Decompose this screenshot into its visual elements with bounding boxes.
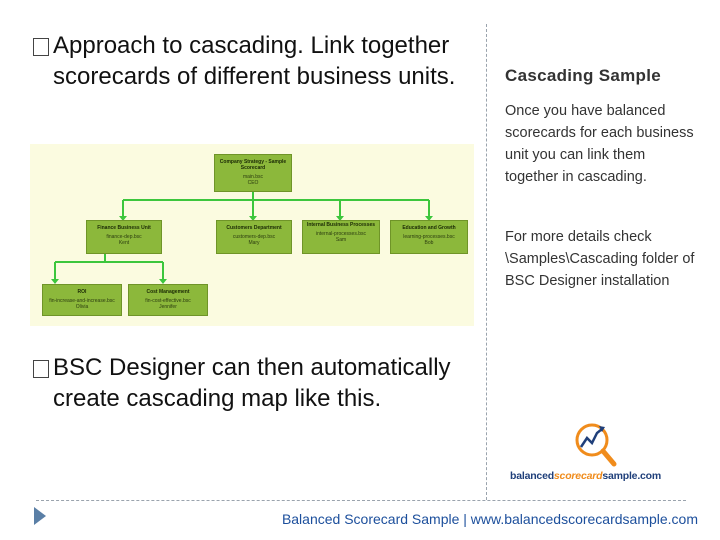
node-owner: Bob: [424, 240, 434, 246]
node-owner: Sam: [335, 237, 347, 243]
node-file: learning-processes.bsc: [403, 234, 455, 240]
node-title: Finance Business Unit: [97, 225, 151, 231]
balanced-scorecard-logo: balancedscorecardsample.com: [510, 418, 690, 482]
side-paragraph-2: For more details check \Samples\Cascadin…: [505, 229, 695, 289]
node-file: customers-dep.bsc: [232, 234, 276, 240]
node-title: Cost Management: [146, 289, 190, 295]
bullet-text: BSC Designer can then automatically crea…: [53, 354, 451, 412]
footer-text: Balanced Scorecard Sample | www.balanced…: [281, 511, 698, 527]
logo-part-balanced: balanced: [510, 470, 554, 482]
node-owner: Mary: [248, 240, 260, 246]
logo-part-scorecard: scorecard: [553, 470, 603, 482]
node-owner: Olivia: [75, 304, 89, 310]
node-title: Company Strategy - Sample Scorecard: [219, 159, 287, 171]
node-file: main.bsc: [242, 174, 263, 180]
logo-text: balancedscorecardsample.com: [510, 470, 661, 482]
node-owner: Kent: [118, 240, 130, 246]
node-owner: Jennifer: [159, 304, 177, 310]
node-file: internal-processes.bsc: [315, 231, 367, 237]
map-node-finance: Finance Business Unit finance-dep.bsc Ke…: [86, 220, 162, 254]
map-node-root: Company Strategy - Sample Scorecard main…: [214, 154, 292, 192]
map-connectors: [51, 191, 433, 284]
map-node-roi: ROI fin-increase-and-increase.bsc Olivia: [42, 284, 122, 316]
horizontal-divider: [36, 500, 686, 501]
node-file: finance-dep.bsc: [106, 234, 142, 240]
node-title: ROI: [77, 289, 87, 295]
map-node-education: Education and Growth learning-processes.…: [390, 220, 468, 254]
node-title: Education and Growth: [402, 225, 456, 231]
node-title: Customers Department: [226, 225, 282, 231]
magnifier-chart-icon: [575, 423, 617, 467]
logo-part-sample: sample.com: [602, 470, 662, 482]
checkbox-bullet-icon: [33, 360, 49, 378]
node-title: Internal Business Processes: [306, 222, 376, 228]
vertical-divider: [486, 24, 487, 500]
node-file: fin-increase-and-increase.bsc: [49, 298, 115, 304]
map-node-internal: Internal Business Processes internal-pro…: [302, 220, 380, 254]
side-title: Cascading Sample: [505, 66, 661, 85]
map-node-customers: Customers Department customers-dep.bsc M…: [216, 220, 292, 254]
side-paragraph-1: Once you have balanced scorecards for ea…: [505, 103, 694, 185]
bullet-text: Approach to cascading. Link together sco…: [53, 32, 456, 90]
bullet-bsc-designer: BSC Designer can then automatically crea…: [33, 352, 483, 414]
node-owner: CEO: [247, 180, 259, 186]
play-arrow-icon: [34, 507, 46, 525]
node-file: fin-cost-effective.bsc: [145, 298, 191, 304]
checkbox-bullet-icon: [33, 38, 49, 56]
cascading-map-image: Company Strategy - Sample Scorecard main…: [30, 144, 474, 326]
bullet-approach: Approach to cascading. Link together sco…: [33, 30, 463, 92]
map-node-cost: Cost Management fin-cost-effective.bsc J…: [128, 284, 208, 316]
